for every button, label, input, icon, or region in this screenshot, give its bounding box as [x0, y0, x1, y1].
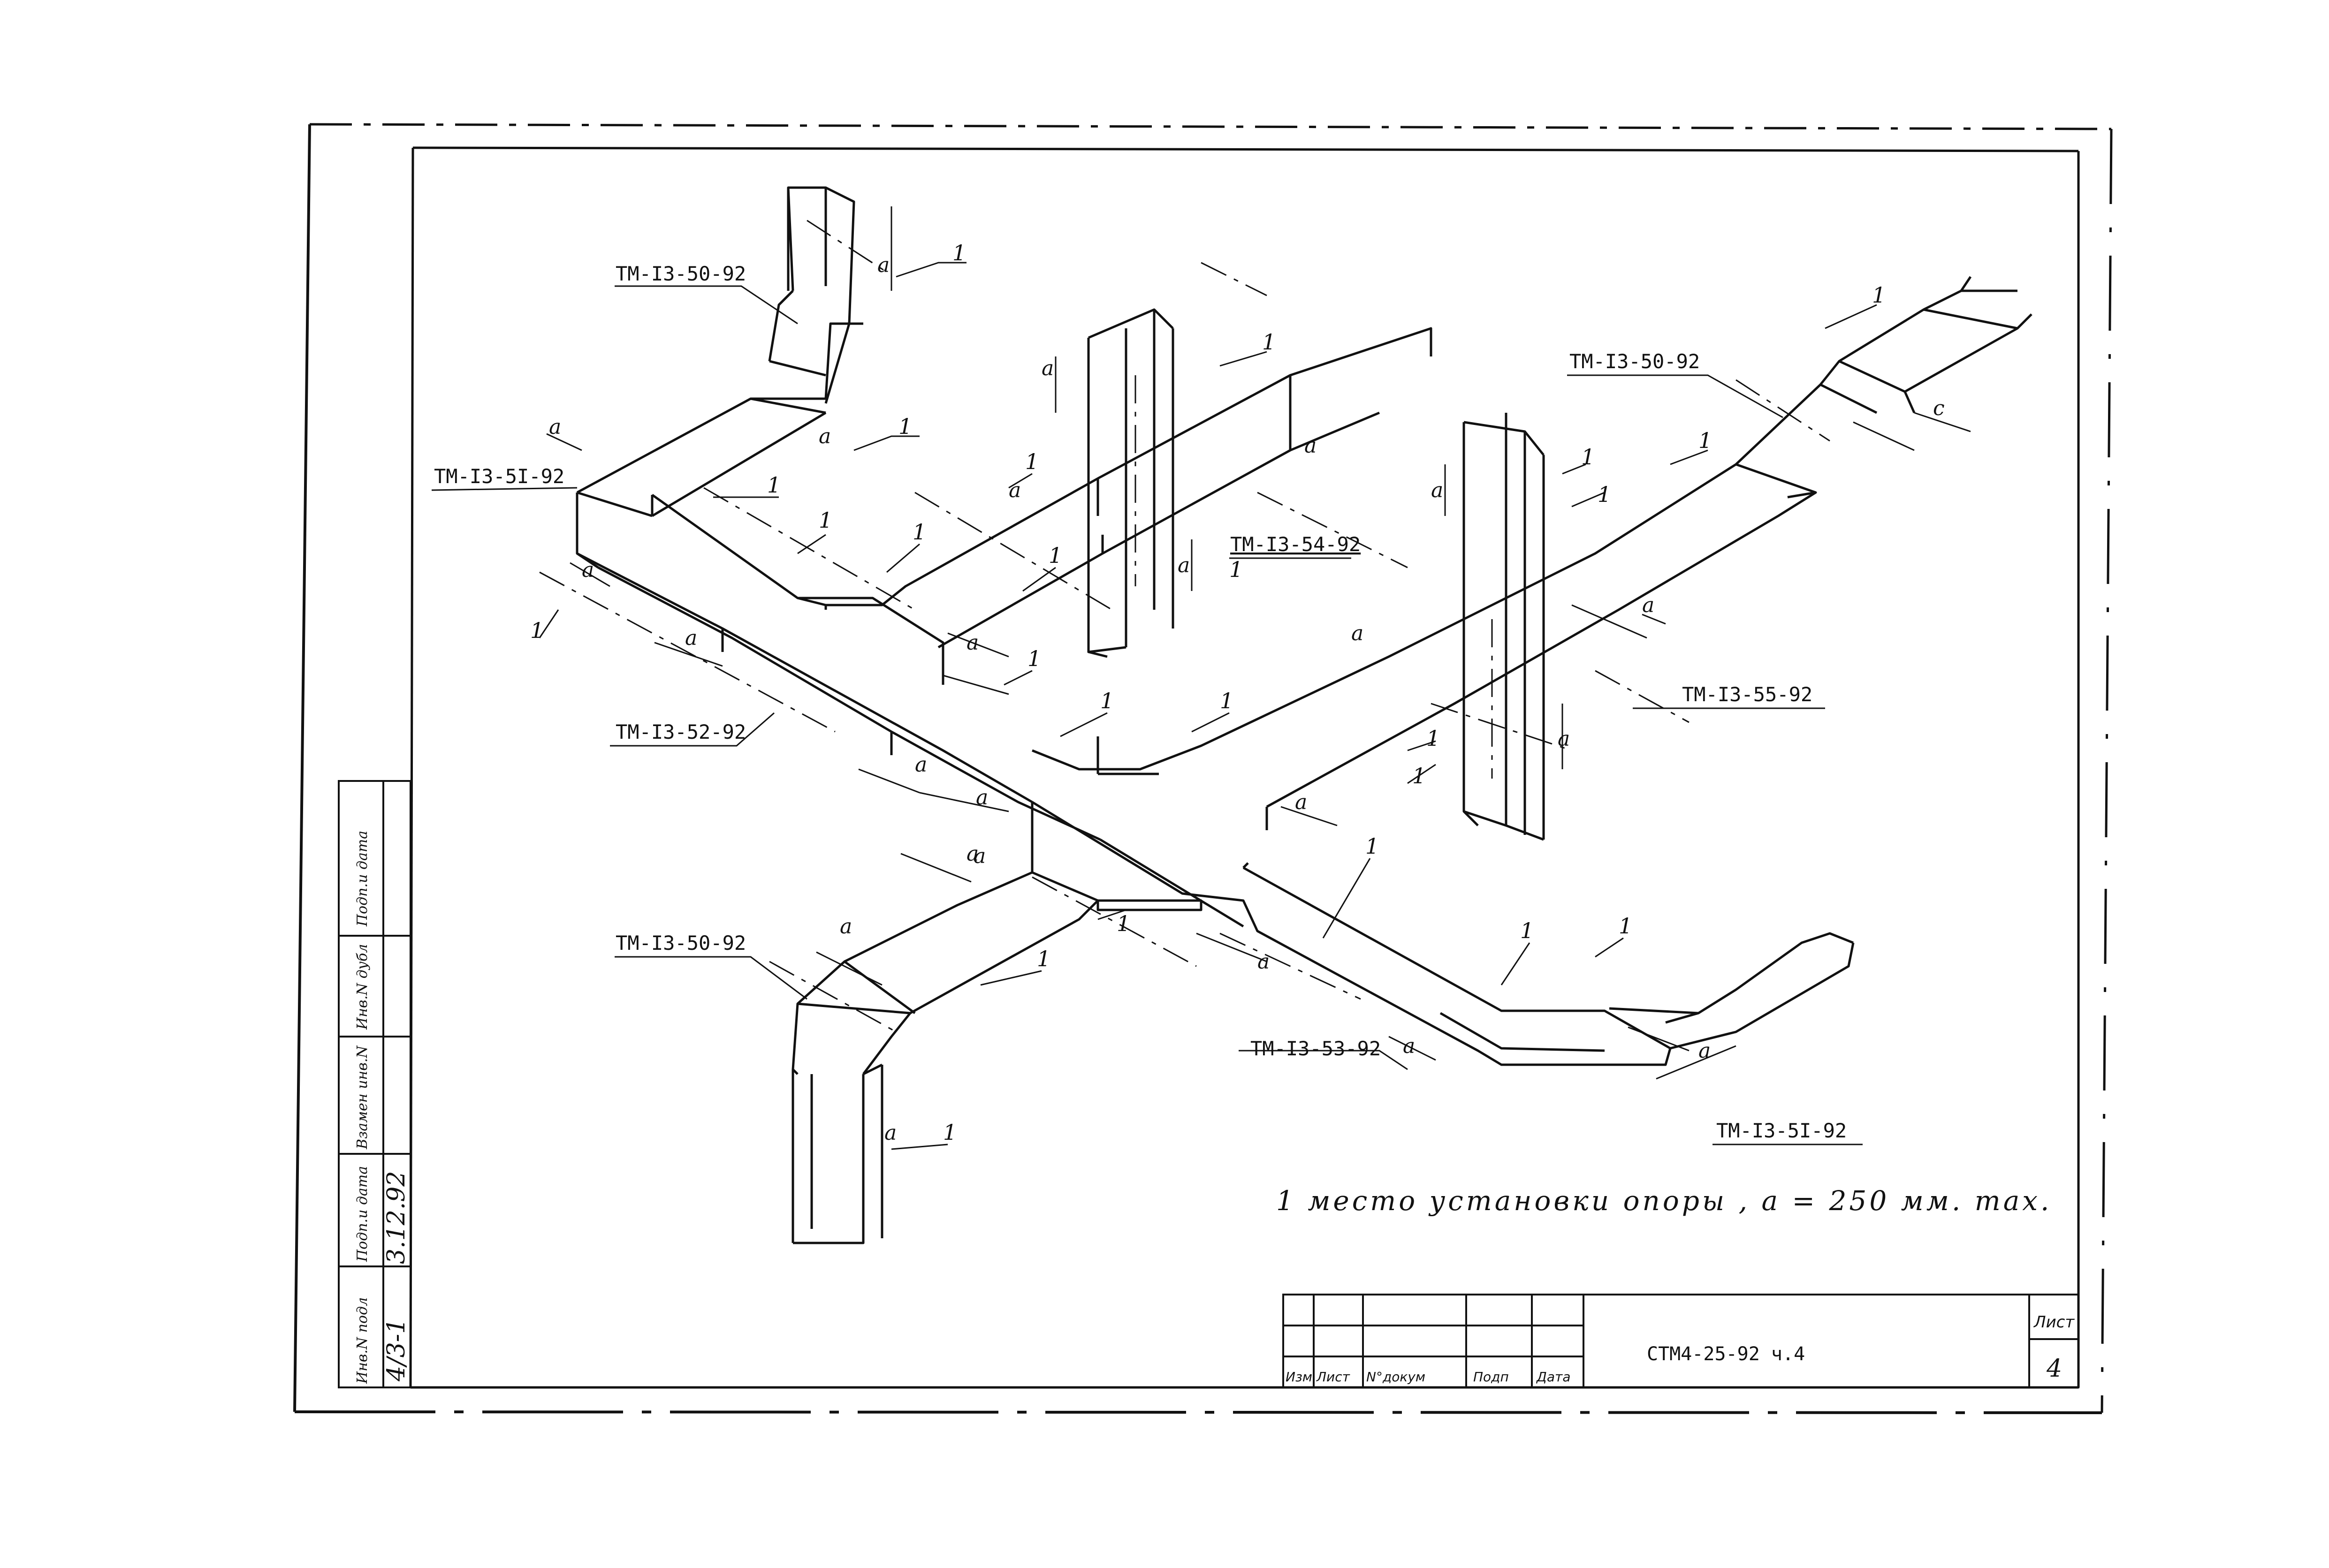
side-podp-data: Подп.и дата	[354, 1166, 371, 1262]
dim-a: a	[1698, 1039, 1711, 1063]
support-marker: 1	[1426, 726, 1440, 751]
support-leaders	[539, 262, 1877, 1150]
support-marker: 1	[1598, 482, 1611, 507]
side-vzam-inv: Взамен инв.N	[354, 1045, 371, 1150]
dim-c: c	[1933, 396, 1945, 420]
dim-a: a	[549, 415, 561, 439]
label-tm51-left: TM-I3-5I-92	[434, 465, 564, 488]
support-marker: 1	[1025, 449, 1039, 474]
dim-a: a	[1351, 621, 1363, 645]
support-marker: 1	[898, 414, 912, 439]
lower-left-bend	[792, 802, 1099, 1244]
dim-a: a	[1431, 478, 1443, 502]
support-marker: 1	[1028, 646, 1041, 671]
title-block	[1282, 1294, 2079, 1388]
dim-a: a	[1257, 950, 1270, 974]
tb-ndokum: N°докум	[1366, 1369, 1425, 1385]
center-upper-branch	[797, 308, 1432, 666]
side-inv-podl: Инв.N подл	[354, 1297, 371, 1384]
support-note: 1 место установки опоры , a = 250 мм. ma…	[1276, 1185, 2052, 1217]
tb-list: Лист	[1316, 1369, 1350, 1385]
label-tm52: TM-I3-52-92	[616, 720, 746, 743]
label-tm51-right: TM-I3-5I-92	[1716, 1119, 1847, 1142]
dim-a: a	[1403, 1034, 1415, 1058]
side-podp-data2: Подп.и дата	[354, 831, 371, 927]
right-branch	[1032, 276, 2032, 841]
dim-a: a	[976, 786, 988, 810]
dim-a: a	[1178, 553, 1190, 577]
dim-a: a	[819, 424, 831, 448]
side-inv-dubl: Инв.N дубл	[354, 944, 371, 1030]
dim-a: a	[1558, 727, 1570, 751]
dim-a: a	[884, 1121, 897, 1145]
support-marker: 1	[1117, 911, 1130, 936]
centerlines	[539, 220, 1830, 1033]
tb-data: Дата	[1536, 1369, 1571, 1385]
tb-izm: Изм	[1286, 1369, 1312, 1385]
cable-tray-network	[576, 186, 2032, 1244]
center-cross	[1096, 773, 1249, 911]
support-marker: 1	[1619, 913, 1632, 939]
support-marker: 1	[952, 240, 966, 265]
dim-a: a	[915, 753, 927, 777]
label-tm55: TM-I3-55-92	[1682, 683, 1812, 706]
side-inv-value: 4/3-1	[382, 1318, 411, 1382]
dim-a: a	[582, 558, 594, 582]
label-tm50-top: TM-I3-50-92	[616, 262, 746, 285]
sheet-number: 4	[2046, 1355, 2062, 1383]
support-marker: 1	[1049, 543, 1062, 568]
dim-a: a	[685, 626, 697, 650]
side-date-value: 3.12.92	[382, 1171, 411, 1264]
label-tm54: TM-I3-54-92	[1230, 533, 1361, 556]
dim-a: a	[1295, 790, 1307, 814]
left-upper-bend	[576, 186, 863, 517]
support-marker: 1	[530, 618, 544, 643]
outer-frame	[293, 123, 2113, 1414]
dim-a: a	[967, 842, 979, 866]
support-marker: 1	[1872, 282, 1886, 308]
leader-lines	[431, 285, 1863, 1145]
support-marker: 1	[1100, 688, 1114, 713]
dim-a: a	[877, 253, 890, 277]
support-marker: 1	[913, 519, 926, 545]
support-marker: 1	[1698, 428, 1712, 453]
support-marker: 1	[943, 1120, 957, 1145]
dimension-lines	[546, 206, 1971, 1163]
support-marker: 1	[1037, 946, 1050, 971]
tb-podp: Подп	[1473, 1369, 1509, 1385]
sheet-label: Лист	[2033, 1313, 2075, 1332]
support-marker: 1	[767, 472, 781, 498]
dim-a: a	[840, 915, 852, 939]
dim-a: a	[967, 631, 979, 655]
support-marker: 1	[1220, 688, 1233, 713]
support-marker: 1	[819, 508, 832, 533]
support-marker: 1	[1365, 833, 1379, 859]
support-marker: 1	[1412, 763, 1426, 788]
lower-right-bend	[1609, 932, 1855, 1050]
dim-a: a	[974, 844, 986, 868]
label-tm50-bottom: TM-I3-50-92	[616, 932, 746, 954]
dim-a: a	[1642, 593, 1654, 617]
label-tm53: TM-I3-53-92	[1250, 1037, 1381, 1060]
support-marker: 1	[1581, 444, 1595, 470]
dim-a: a	[1304, 434, 1317, 458]
dim-a: a	[1042, 356, 1054, 380]
doc-code: СТМ4-25-92 ч.4	[1647, 1343, 1805, 1365]
support-marker: 1	[1520, 918, 1534, 943]
support-markers: 1 1 1 1 1 1 1 1 1 1 1 1 1 1 1 1 1 1 1 1 …	[530, 240, 1886, 1145]
label-tm50-right: TM-I3-50-92	[1569, 350, 1700, 373]
dim-a: a	[1009, 478, 1021, 502]
dimension-labels: a a a a a a a a a a a a a a a a a a a a …	[549, 253, 1945, 1145]
support-marker: 1	[1262, 329, 1276, 355]
side-stamp	[338, 780, 411, 1388]
support-marker: 1	[1229, 557, 1243, 582]
